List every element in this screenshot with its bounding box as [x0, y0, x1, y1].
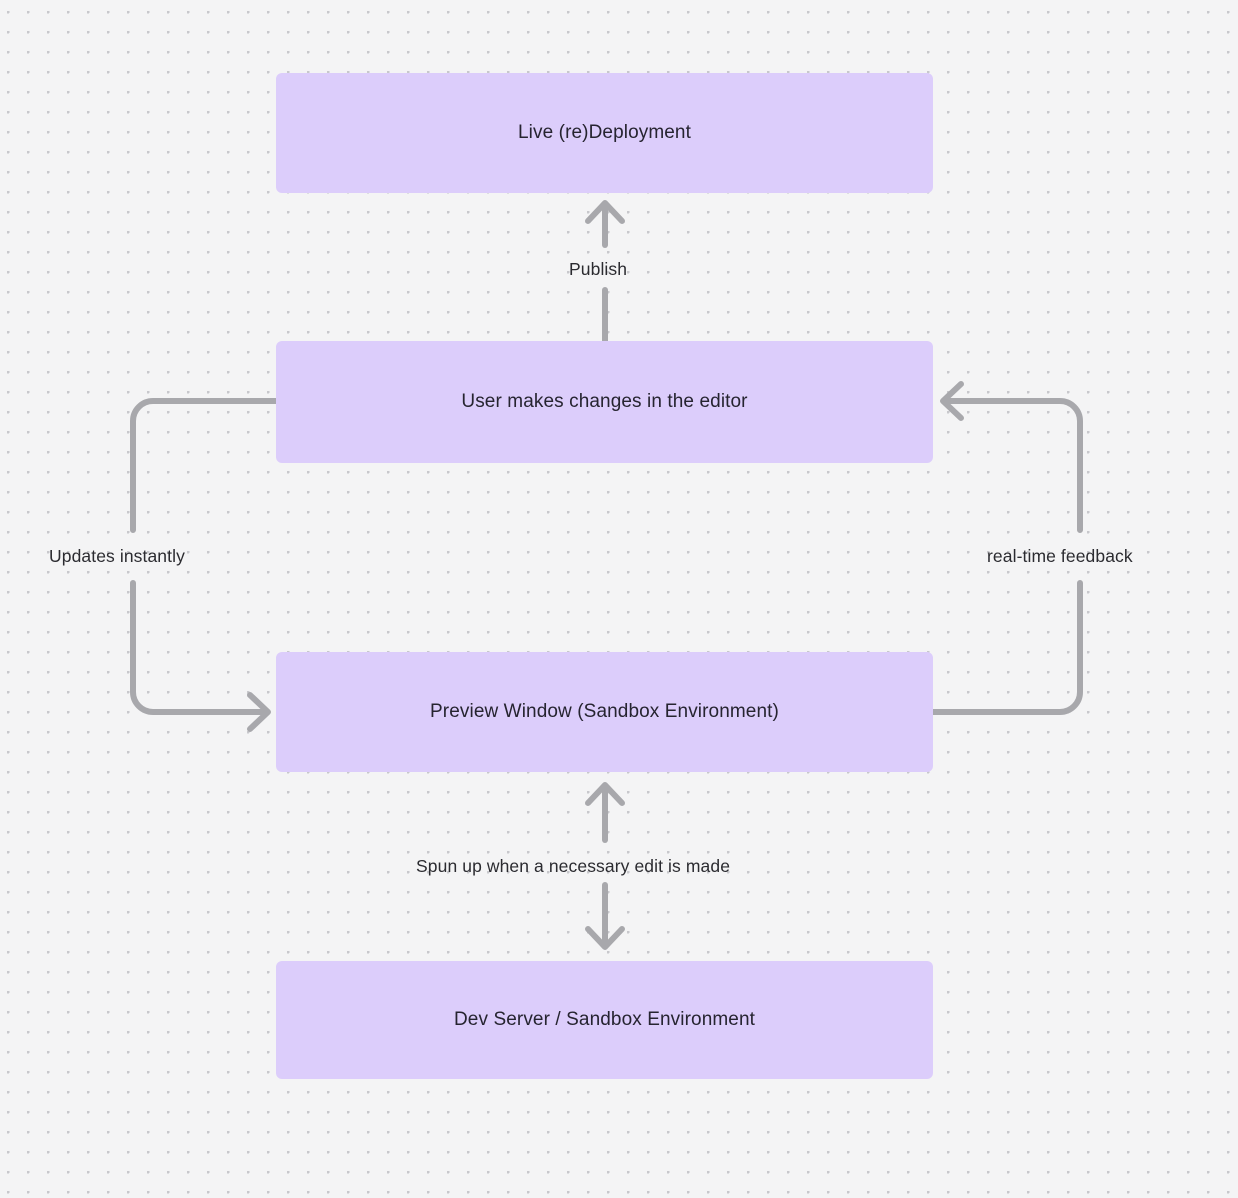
node-label: User makes changes in the editor — [461, 391, 748, 412]
arrowhead-up-icon — [585, 200, 625, 224]
arrowhead-right-icon — [247, 692, 271, 732]
edge-label-real-time-feedback: real-time feedback — [987, 546, 1133, 566]
node-label: Preview Window (Sandbox Environment) — [430, 701, 779, 722]
edge-label-spun-up: Spun up when a necessary edit is made — [416, 856, 731, 876]
arrowhead-down-icon — [585, 926, 625, 950]
arrowhead-left-icon — [940, 381, 964, 421]
edge-label-publish: Publish — [569, 259, 628, 279]
arrowhead-up-icon — [585, 782, 625, 806]
edge-label-updates-instantly: Updates instantly — [49, 546, 185, 566]
node-label: Dev Server / Sandbox Environment — [453, 1009, 755, 1030]
node-live-redeployment[interactable]: Live (re)Deployment — [276, 73, 933, 193]
node-label: Live (re)Deployment — [518, 122, 691, 143]
node-dev-server[interactable]: Dev Server / Sandbox Environment — [276, 961, 933, 1079]
node-user-makes-changes[interactable]: User makes changes in the editor — [276, 341, 933, 463]
node-preview-window[interactable]: Preview Window (Sandbox Environment) — [276, 652, 933, 772]
